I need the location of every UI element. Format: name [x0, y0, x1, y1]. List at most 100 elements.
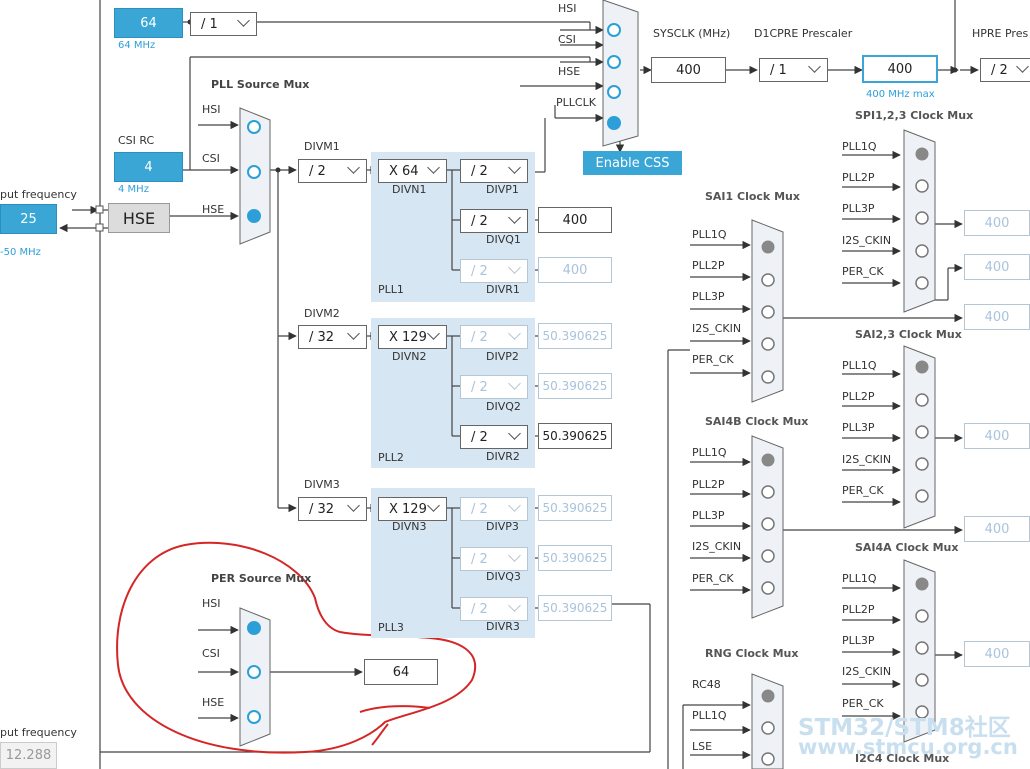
divm1-value: / 2 — [309, 163, 326, 179]
csi-freq-label: 4 MHz — [118, 184, 149, 195]
divm3-dropdown[interactable]: / 32 — [298, 497, 367, 521]
cpu-clock-value[interactable]: 400 — [862, 55, 938, 83]
rng-input: RC48 — [692, 678, 721, 691]
divr2-dropdown[interactable]: / 2 — [460, 425, 528, 449]
hsi-freq-label: 64 MHz — [118, 40, 156, 51]
divm2-dropdown[interactable]: / 32 — [298, 325, 367, 349]
per-source-mux-title: PER Source Mux — [211, 572, 312, 585]
sai4b-output: 400 — [964, 516, 1030, 542]
divn2-dropdown[interactable]: X 129 — [378, 325, 447, 349]
sai4a-input: PLL3P — [842, 634, 875, 647]
divp3-dropdown[interactable]: / 2 — [460, 497, 528, 521]
sai4b-mux-title: SAI4B Clock Mux — [705, 415, 809, 428]
divp3-output: 50.390625 — [538, 495, 612, 521]
d1cpre-dropdown[interactable]: / 1 — [759, 58, 828, 82]
divp1-label: DIVP1 — [486, 183, 519, 196]
divp1-dropdown[interactable]: / 2 — [460, 159, 528, 183]
divp3-label: DIVP3 — [486, 520, 519, 533]
divq2-value: / 2 — [471, 379, 488, 395]
sai23-input: I2S_CKIN — [842, 453, 892, 466]
per-clock-value: 64 — [364, 659, 438, 685]
sai1-input: PER_CK — [692, 353, 734, 366]
spi123-mux-title: SPI1,2,3 Clock Mux — [855, 109, 974, 122]
spi123-input: PER_CK — [842, 265, 884, 278]
bottom-input-label: put frequency — [0, 726, 77, 739]
sai4a-mux-title: SAI4A Clock Mux — [855, 541, 959, 554]
sysclk-value: 400 — [651, 57, 726, 83]
chevron-down-icon — [347, 499, 360, 512]
sai4b-input: PLL3P — [692, 509, 725, 522]
chevron-down-icon — [427, 499, 440, 512]
divn1-value: X 64 — [389, 163, 419, 179]
divr1-dropdown[interactable]: / 2 — [460, 259, 528, 283]
bottom-input-value[interactable]: 12.288 — [0, 742, 57, 769]
sysclk-label: SYSCLK (MHz) — [653, 27, 731, 40]
divq3-output: 50.390625 — [538, 545, 612, 571]
watermark-line2: www.stmcu.org.cn — [798, 735, 1018, 759]
chevron-down-icon — [508, 549, 521, 562]
pll-mux-input-hsi: HSI — [202, 103, 221, 116]
divp2-value: / 2 — [471, 329, 488, 345]
divn1-label: DIVN1 — [392, 183, 427, 196]
divm1-dropdown[interactable]: / 2 — [298, 159, 367, 183]
hse-range-label: -50 MHz — [0, 247, 41, 258]
divq3-value: / 2 — [471, 551, 488, 567]
divr3-dropdown[interactable]: / 2 — [460, 597, 528, 621]
divm1-label: DIVM1 — [304, 140, 340, 153]
chevron-down-icon — [237, 14, 250, 27]
divp2-dropdown[interactable]: / 2 — [460, 325, 528, 349]
divq2-dropdown[interactable]: / 2 — [460, 375, 528, 399]
divm2-value: / 32 — [309, 329, 335, 345]
pll-mux-input-csi: CSI — [202, 152, 220, 165]
divn2-label: DIVN2 — [392, 350, 427, 363]
spi123-input: PLL1Q — [842, 140, 877, 153]
sai4b-input: PLL2P — [692, 478, 725, 491]
divq2-label: DIVQ2 — [486, 400, 521, 413]
sai4a-input: PLL2P — [842, 603, 875, 616]
divn3-dropdown[interactable]: X 129 — [378, 497, 447, 521]
hse-input-value[interactable]: 25 — [0, 204, 57, 234]
divq3-dropdown[interactable]: / 2 — [460, 547, 528, 571]
rng-mux-title: RNG Clock Mux — [705, 647, 799, 660]
sai1-output: 400 — [964, 304, 1030, 330]
chevron-down-icon — [508, 261, 521, 274]
rng-input: LSE — [692, 740, 713, 753]
per-mux-input-hse: HSE — [202, 696, 225, 709]
divn1-dropdown[interactable]: X 64 — [378, 159, 447, 183]
divq1-dropdown[interactable]: / 2 — [460, 209, 528, 233]
divm3-value: / 32 — [309, 501, 335, 517]
divq1-output: 400 — [538, 207, 612, 233]
hse-box[interactable]: HSE — [108, 203, 170, 233]
spi123-output: 400 — [964, 210, 1030, 236]
watermark-line1: STM32/STM8社区 — [798, 715, 1011, 741]
i2c4-mux-title: I2C4 Clock Mux — [855, 752, 950, 765]
sai23-mux-title: SAI2,3 Clock Mux — [855, 328, 962, 341]
csi-title: CSI RC — [118, 134, 155, 147]
sai4a-input: PLL1Q — [842, 572, 877, 585]
divr3-output: 50.390625 — [538, 595, 612, 621]
hpre-dropdown[interactable]: / 2 — [980, 58, 1030, 82]
pll1-name: PLL1 — [378, 283, 404, 296]
sai23-output: 400 — [964, 423, 1030, 449]
hsi-divider-dropdown[interactable]: / 1 — [190, 12, 257, 36]
divp3-value: / 2 — [471, 501, 488, 517]
sai1-input: PLL2P — [692, 259, 725, 272]
divq2-output: 50.390625 — [538, 373, 612, 399]
chevron-down-icon — [508, 161, 521, 174]
csi-value-box[interactable]: 4 — [114, 152, 183, 182]
hsi-value-box[interactable]: 64 — [114, 8, 183, 38]
cpu-max-note: 400 MHz max — [866, 89, 935, 100]
divn3-label: DIVN3 — [392, 520, 427, 533]
chevron-down-icon — [1016, 60, 1029, 73]
divr1-label: DIVR1 — [486, 283, 520, 296]
chevron-down-icon — [347, 327, 360, 340]
divq3-label: DIVQ3 — [486, 570, 521, 583]
sai1-input: I2S_CKIN — [692, 322, 742, 335]
enable-css-button[interactable]: Enable CSS — [583, 151, 682, 175]
chevron-down-icon — [347, 161, 360, 174]
sai23-input: PLL1Q — [842, 359, 877, 372]
hse-input-label: put frequency — [0, 188, 77, 201]
divp1-value: / 2 — [471, 163, 488, 179]
